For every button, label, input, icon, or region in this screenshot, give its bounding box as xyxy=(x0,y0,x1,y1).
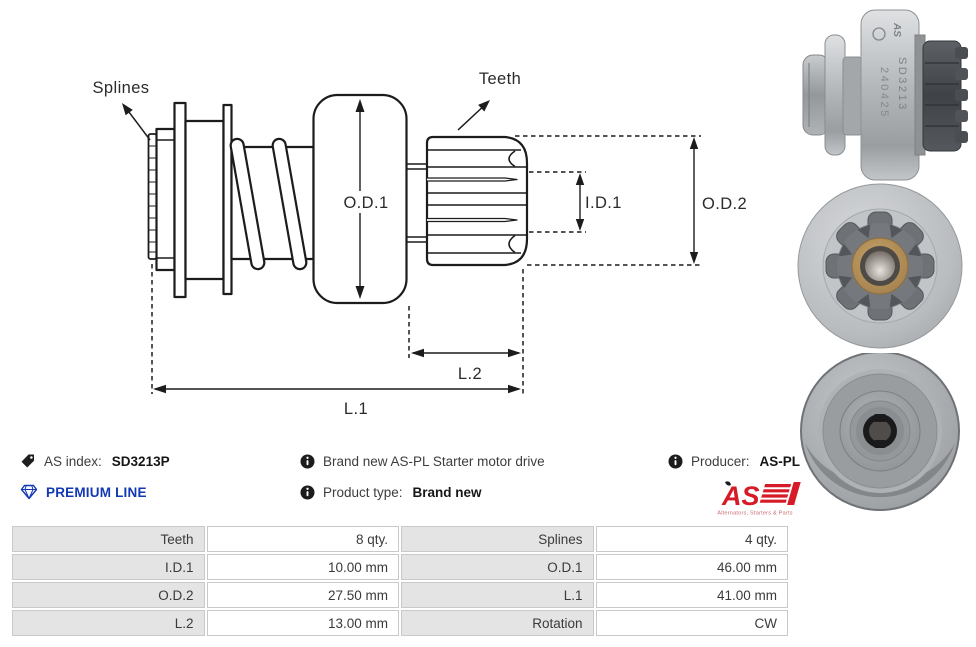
producer-label: Producer: xyxy=(691,453,750,469)
spec-value-cell: 8 qty. xyxy=(206,526,399,552)
od1-label: O.D.1 xyxy=(343,194,388,212)
product-photo-side-view[interactable]: AS SD3213 240425 xyxy=(795,5,976,183)
spec-value-cell: 13.00 mm xyxy=(206,610,399,636)
splines-label: Splines xyxy=(93,79,150,97)
product-description: Brand new AS-PL Starter motor drive xyxy=(323,453,545,469)
spec-label-cell: O.D.1 xyxy=(401,554,594,580)
product-type-label: Product type: xyxy=(323,484,403,500)
spec-value-cell: 10.00 mm xyxy=(206,554,399,580)
description-line: Brand new AS-PL Starter motor drive xyxy=(300,452,650,470)
diagram-hub-assembly xyxy=(155,101,233,299)
spec-label-cell: O.D.2 xyxy=(12,582,205,608)
info-column-right: Producer: AS-PL xyxy=(668,452,818,483)
l1-dimension: L.1 xyxy=(153,384,521,418)
spec-label-cell: I.D.1 xyxy=(12,554,205,580)
photo-as-stamp: AS xyxy=(891,22,902,37)
as-index-line: AS index: SD3213P xyxy=(20,452,290,470)
spec-label-cell: L.2 xyxy=(12,610,205,636)
product-photo-front-view[interactable] xyxy=(795,183,976,353)
l2-label: L.2 xyxy=(458,365,482,383)
spec-value-cell: 46.00 mm xyxy=(595,554,788,580)
diamond-icon xyxy=(20,484,38,500)
diagram-neck xyxy=(407,163,427,243)
spec-value-cell: CW xyxy=(595,610,788,636)
tag-icon xyxy=(21,454,34,468)
producer-line: Producer: AS-PL xyxy=(668,452,818,470)
od2-label: O.D.2 xyxy=(702,195,747,213)
spec-value-cell: 4 qty. xyxy=(595,526,788,552)
spec-label-cell: Teeth xyxy=(12,526,205,552)
technical-diagram: Splines Teeth O.D.1 I.D.1 xyxy=(93,70,747,418)
l1-label: L.1 xyxy=(344,400,368,418)
product-photo-rear-view[interactable] xyxy=(795,353,976,513)
info-column-left: AS index: SD3213P PREMIUM LINE xyxy=(20,452,290,514)
info-circle-icon xyxy=(300,485,315,499)
teeth-callout: Teeth xyxy=(457,70,521,131)
premium-line-label: PREMIUM LINE xyxy=(46,484,147,500)
l2-dimension: L.2 xyxy=(411,348,521,383)
as-logo-text: AS xyxy=(721,481,760,511)
product-type-value: Brand new xyxy=(412,484,482,500)
premium-line-badge[interactable]: PREMIUM LINE xyxy=(20,483,290,501)
diagram-spring xyxy=(229,137,315,271)
id1-label: I.D.1 xyxy=(585,194,622,212)
spec-label-cell: Rotation xyxy=(401,610,594,636)
spec-label-cell: Splines xyxy=(401,526,594,552)
starter-drive-side-photo: AS SD3213 240425 xyxy=(802,9,968,181)
producer-value: AS-PL xyxy=(759,453,801,469)
od2-dimension: O.D.2 xyxy=(515,135,747,266)
info-circle-icon xyxy=(300,454,315,468)
extension-lines xyxy=(151,264,524,394)
spec-value-cell: 41.00 mm xyxy=(595,582,788,608)
diagram-pinion xyxy=(425,135,529,267)
as-logo-tagline: Alternators, Starters & Parts xyxy=(717,511,792,517)
starter-drive-rear-photo xyxy=(800,353,960,511)
spec-value-cell: 27.50 mm xyxy=(206,582,399,608)
spec-label-cell: L.1 xyxy=(401,582,594,608)
splines-callout: Splines xyxy=(93,79,151,141)
specs-table: Teeth 8 qty. Splines 4 qty. I.D.1 10.00 … xyxy=(12,526,788,636)
starter-drive-front-photo xyxy=(797,183,963,349)
id1-dimension: I.D.1 xyxy=(529,171,622,233)
info-circle-icon xyxy=(668,454,683,468)
as-pl-logo[interactable]: AS Alternators, Starters & Parts xyxy=(708,481,802,517)
photo-gear-teeth xyxy=(922,40,968,152)
product-type-line: Product type: Brand new xyxy=(300,483,650,501)
info-column-center: Brand new AS-PL Starter motor drive Prod… xyxy=(300,452,650,514)
teeth-label: Teeth xyxy=(479,70,521,88)
photo-engraving-2: 240425 xyxy=(878,67,890,119)
photo-engraving-1: SD3213 xyxy=(896,57,908,112)
od1-dimension: O.D.1 xyxy=(339,99,393,299)
diagram-splined-shaft xyxy=(147,133,158,260)
as-index-label: AS index: xyxy=(44,453,102,469)
as-index-value: SD3213P xyxy=(111,453,170,469)
